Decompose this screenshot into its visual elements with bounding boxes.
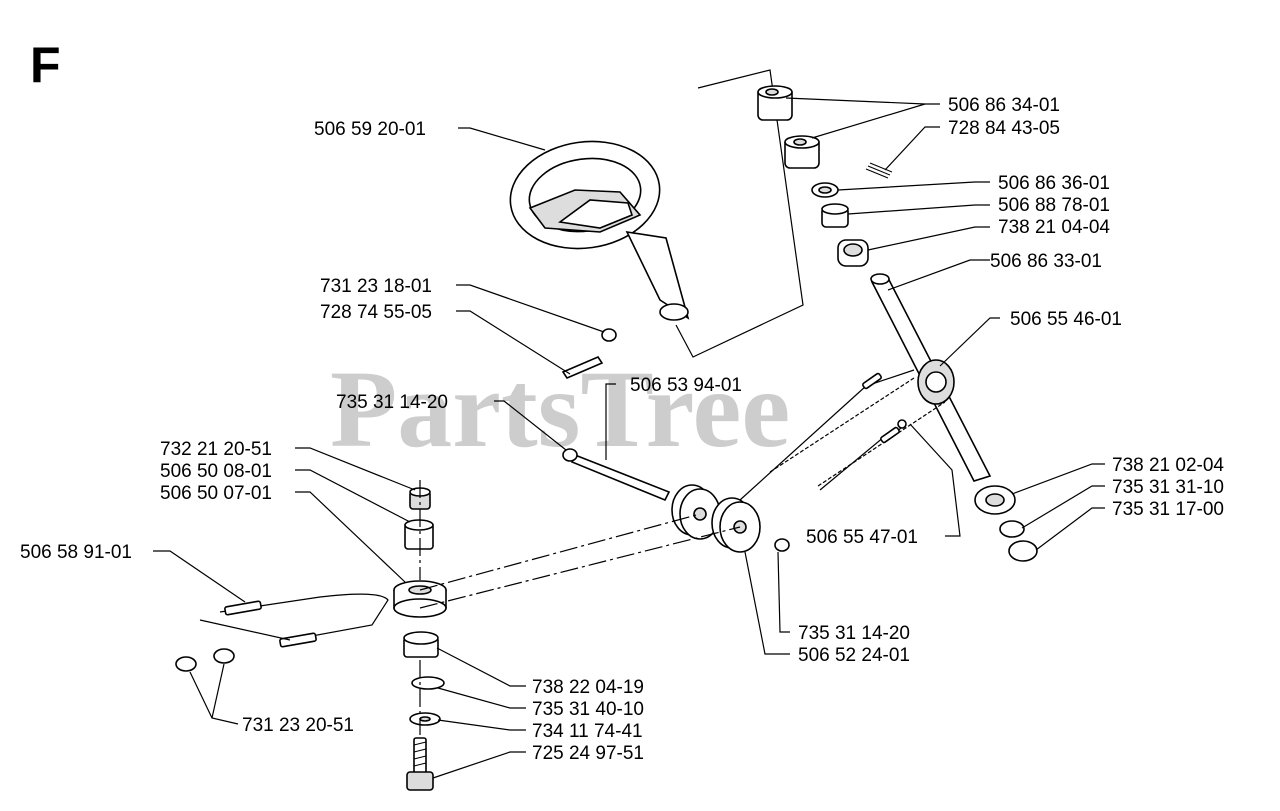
part-label-p27[interactable]: 731 23 20-51 <box>242 715 354 736</box>
part-label-p01[interactable]: 506 59 20-01 <box>314 119 426 140</box>
part-label-p17[interactable]: 738 21 02-04 <box>1112 455 1224 476</box>
part-label-p03[interactable]: 728 74 55-05 <box>320 302 432 323</box>
part-label-p08[interactable]: 738 21 04-04 <box>998 217 1110 238</box>
part-label-p14[interactable]: 506 50 08-01 <box>160 461 272 482</box>
section-letter: F <box>30 37 61 93</box>
part-label-p24[interactable]: 735 31 40-10 <box>532 699 644 720</box>
part-label-p23[interactable]: 738 22 04-19 <box>532 677 644 698</box>
part-label-p25[interactable]: 734 11 74-41 <box>532 721 643 742</box>
part-label-p20[interactable]: 506 55 47-01 <box>806 527 918 548</box>
part-label-p22[interactable]: 506 52 24-01 <box>798 645 910 666</box>
center-lines <box>199 480 741 735</box>
part-labels: 506 59 20-01 731 23 18-01 728 74 55-05 5… <box>20 95 1224 764</box>
part-label-p10[interactable]: 506 55 46-01 <box>1010 309 1122 330</box>
part-label-p11[interactable]: 506 53 94-01 <box>630 375 742 396</box>
part-label-p21[interactable]: 735 31 14-20 <box>798 623 910 644</box>
upper-column-parts-drawing <box>757 85 893 267</box>
lower-left-parts-drawing <box>393 487 447 791</box>
part-label-p13[interactable]: 732 21 20-51 <box>160 439 272 460</box>
part-label-p07[interactable]: 506 88 78-01 <box>998 195 1110 216</box>
lower-right-parts-drawing <box>974 485 1038 562</box>
steering-shaft-drawing <box>870 273 992 482</box>
part-label-p12[interactable]: 735 31 14-20 <box>336 392 448 413</box>
cables-drawing <box>219 372 907 648</box>
part-label-p09[interactable]: 506 86 33-01 <box>990 251 1102 272</box>
part-label-p15[interactable]: 506 50 07-01 <box>160 483 272 504</box>
part-label-p06[interactable]: 506 86 36-01 <box>998 173 1110 194</box>
part-label-p02[interactable]: 731 23 18-01 <box>320 276 432 297</box>
leader-lines <box>153 97 1105 779</box>
part-label-p26[interactable]: 725 24 97-51 <box>532 743 644 764</box>
steering-wheel-drawing <box>509 140 690 321</box>
part-label-p04[interactable]: 506 86 34-01 <box>948 95 1060 116</box>
part-label-p19[interactable]: 735 31 17-00 <box>1112 499 1224 520</box>
assembly-frame <box>675 69 804 358</box>
part-label-p18[interactable]: 735 31 31-10 <box>1112 477 1224 498</box>
cable-nuts-drawing <box>175 648 235 672</box>
part-label-p16[interactable]: 506 58 91-01 <box>20 542 132 563</box>
column-fasteners-drawing <box>561 328 617 379</box>
part-label-p05[interactable]: 728 84 43-05 <box>948 118 1060 139</box>
